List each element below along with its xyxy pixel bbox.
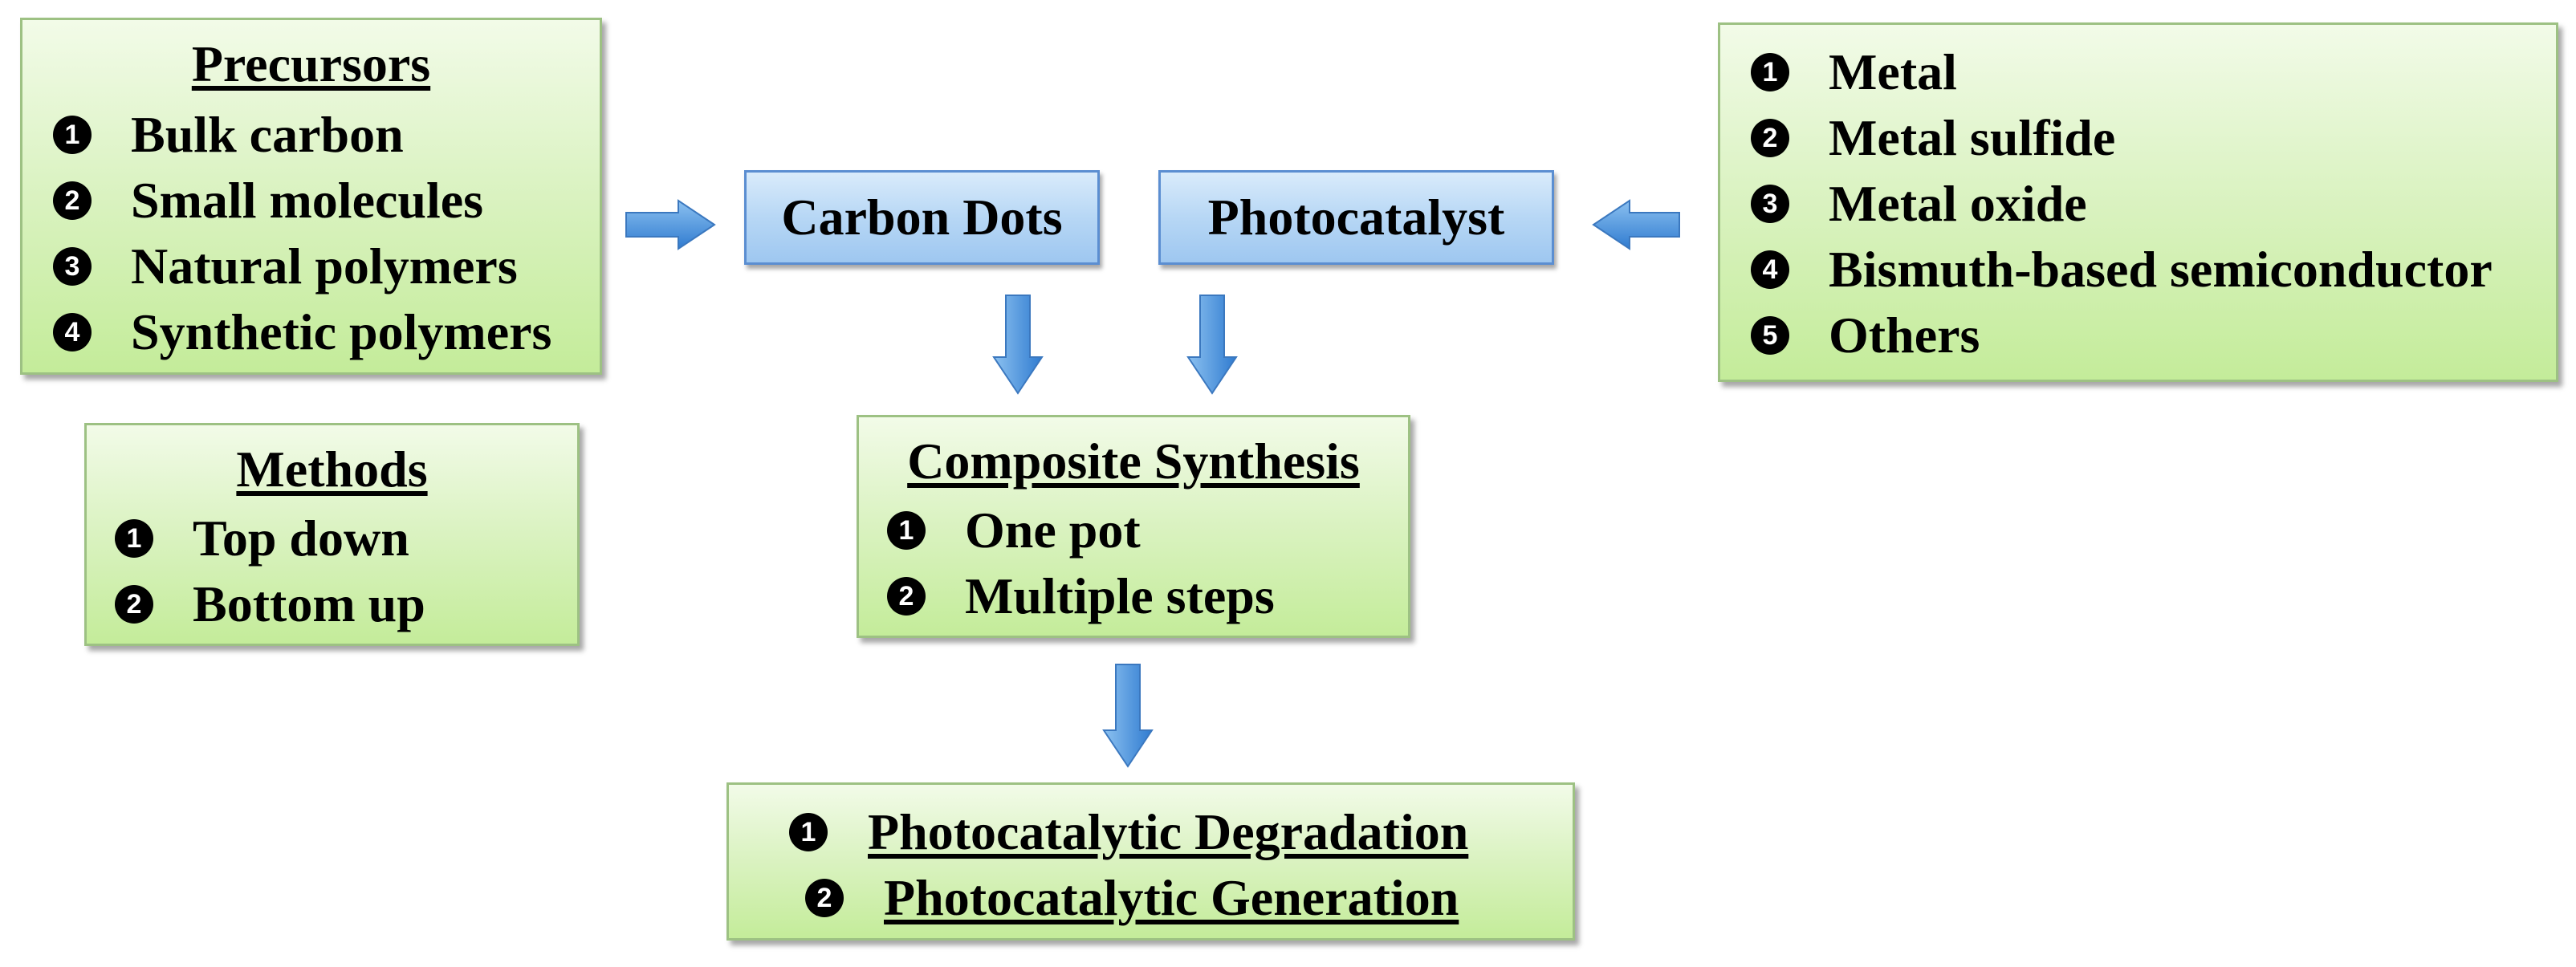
number-1-icon: 1 [887, 511, 926, 551]
composite-label: One pot [965, 502, 1141, 559]
composite-item-2: 2 Multiple steps [887, 563, 1275, 629]
number-1-icon: 1 [53, 116, 92, 155]
number-3-icon: 3 [1751, 185, 1789, 224]
application-label: Photocatalytic Degradation [868, 803, 1469, 860]
type-item-5: 5 Others [1751, 303, 1980, 368]
precursor-label: Natural polymers [131, 238, 518, 295]
type-label: Others [1829, 307, 1980, 364]
composite-title: Composite Synthesis [907, 433, 1360, 490]
arrow-precursors-to-carbon-dots [625, 199, 716, 250]
method-item-2: 2 Bottom up [115, 571, 425, 637]
methods-box: Methods 1 Top down 2 Bottom up [84, 423, 580, 646]
application-label: Photocatalytic Generation [884, 869, 1459, 926]
precursor-label: Small molecules [131, 172, 484, 229]
type-label: Bismuth-based semiconductor [1829, 241, 2493, 298]
type-label: Metal oxide [1829, 175, 2087, 232]
precursor-item-4: 4 Synthetic polymers [53, 299, 551, 365]
number-3-icon: 3 [53, 247, 92, 286]
application-item-2: 2 Photocatalytic Generation [805, 865, 1459, 931]
precursors-box: Precursors 1 Bulk carbon 2 Small molecul… [20, 18, 602, 375]
precursor-item-1: 1 Bulk carbon [53, 102, 404, 168]
number-1-icon: 1 [1751, 53, 1789, 92]
number-2-icon: 2 [1751, 119, 1789, 158]
type-item-1: 1 Metal [1751, 39, 1957, 105]
type-label: Metal [1829, 43, 1957, 100]
application-item-1: 1 Photocatalytic Degradation [789, 799, 1468, 865]
arrow-photocatalyst-to-composite [1186, 295, 1238, 395]
method-label: Bottom up [193, 575, 425, 632]
number-1-icon: 1 [115, 519, 153, 559]
type-item-3: 3 Metal oxide [1751, 171, 2087, 237]
precursor-item-3: 3 Natural polymers [53, 234, 518, 299]
arrow-carbon-dots-to-composite [992, 295, 1044, 395]
method-label: Top down [193, 510, 409, 567]
carbon-dots-box: Carbon Dots [744, 170, 1100, 265]
precursors-title: Precursors [191, 35, 431, 92]
number-5-icon: 5 [1751, 316, 1789, 356]
number-2-icon: 2 [115, 585, 153, 624]
arrow-types-to-photocatalyst [1592, 199, 1680, 250]
photocatalyst-types-box: 1 Metal 2 Metal sulfide 3 Metal oxide 4 … [1718, 22, 2558, 382]
applications-box: 1 Photocatalytic Degradation 2 Photocata… [726, 782, 1575, 941]
photocatalyst-box: Photocatalyst [1158, 170, 1554, 265]
number-4-icon: 4 [53, 313, 92, 352]
number-2-icon: 2 [53, 181, 92, 221]
type-label: Metal sulfide [1829, 109, 2116, 166]
precursor-label: Bulk carbon [131, 106, 404, 163]
number-4-icon: 4 [1751, 250, 1789, 290]
number-1-icon: 1 [789, 813, 828, 852]
type-item-4: 4 Bismuth-based semiconductor [1751, 237, 2493, 303]
number-2-icon: 2 [805, 879, 844, 918]
arrow-composite-to-applications [1102, 664, 1154, 768]
precursor-label: Synthetic polymers [131, 303, 552, 360]
methods-title: Methods [236, 441, 428, 498]
type-item-2: 2 Metal sulfide [1751, 105, 2115, 171]
composite-item-1: 1 One pot [887, 498, 1141, 563]
precursor-item-2: 2 Small molecules [53, 168, 483, 234]
method-item-1: 1 Top down [115, 506, 409, 571]
composite-label: Multiple steps [965, 567, 1275, 624]
composite-synthesis-box: Composite Synthesis 1 One pot 2 Multiple… [857, 415, 1410, 638]
number-2-icon: 2 [887, 577, 926, 616]
